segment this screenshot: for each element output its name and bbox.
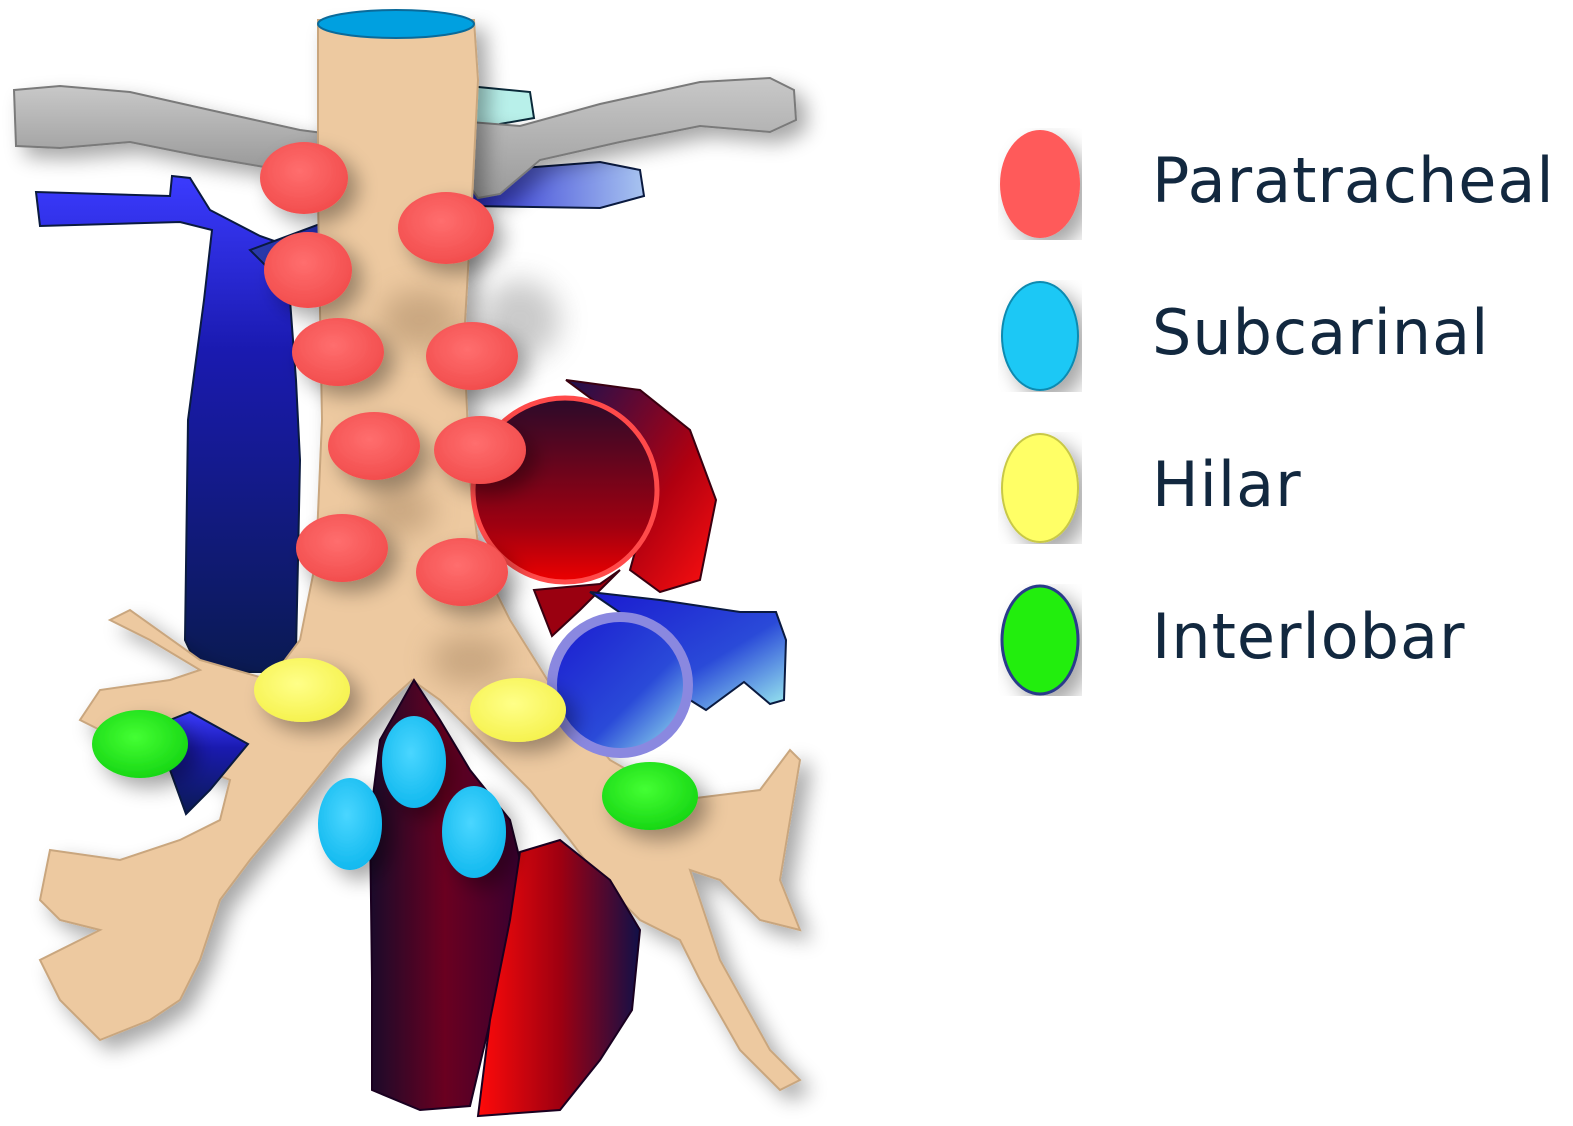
lymph-node <box>92 710 188 778</box>
legend-label: Interlobar <box>1152 606 1466 668</box>
lymph-node <box>296 514 388 582</box>
hilar-node-icon <box>998 432 1082 544</box>
lymph-node <box>264 232 352 308</box>
lymph-node <box>602 762 698 830</box>
lymph-node <box>260 142 348 214</box>
lymph-node <box>426 322 518 390</box>
legend: Paratracheal Subcarinal Hilar Interlobar <box>990 120 1570 728</box>
lymph-node <box>416 538 508 606</box>
lymph-node <box>292 318 384 386</box>
legend-item-interlobar: Interlobar <box>990 576 1570 728</box>
legend-label: Hilar <box>1152 454 1302 516</box>
lymph-node <box>318 778 382 870</box>
lymph-node <box>382 716 446 808</box>
lymph-node <box>470 678 566 742</box>
left-pulmonary-artery <box>552 617 688 753</box>
legend-item-paratracheal: Paratracheal <box>990 120 1570 272</box>
subcarinal-node-icon <box>998 280 1082 392</box>
lymph-node <box>442 786 506 878</box>
lymph-node <box>254 658 350 722</box>
legend-item-subcarinal: Subcarinal <box>990 272 1570 424</box>
legend-label: Subcarinal <box>1152 302 1489 364</box>
lymph-node <box>434 416 526 484</box>
paratracheal-node-icon <box>998 128 1082 240</box>
trachea-opening <box>318 10 474 38</box>
interlobar-node-icon <box>998 584 1082 696</box>
lymph-node <box>328 412 420 480</box>
lymph-node <box>398 192 494 264</box>
legend-item-hilar: Hilar <box>990 424 1570 576</box>
legend-label: Paratracheal <box>1152 150 1555 212</box>
